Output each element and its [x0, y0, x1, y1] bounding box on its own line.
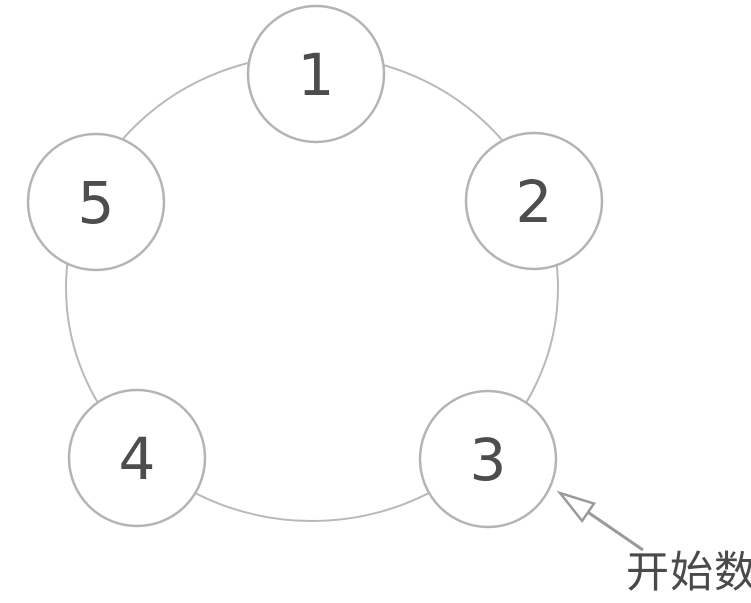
node-3: 3 [418, 389, 558, 529]
node-label: 4 [119, 425, 156, 493]
annotation-label: 开始数 [626, 549, 751, 597]
node-label: 5 [78, 169, 115, 237]
node-label: 3 [470, 426, 507, 494]
node-group: 1 2 3 4 5 [26, 4, 604, 529]
start-arrow-shaft [583, 508, 644, 552]
node-5: 5 [26, 132, 166, 272]
node-label: 1 [298, 41, 335, 109]
node-circle [67, 388, 207, 528]
start-arrow [556, 490, 644, 552]
node-circle [464, 131, 604, 271]
node-2: 2 [464, 131, 604, 271]
node-circle [418, 389, 558, 529]
node-4: 4 [67, 388, 207, 528]
node-label: 2 [516, 168, 553, 236]
node-circle [26, 132, 166, 272]
node-circle [246, 4, 386, 144]
node-1: 1 [246, 4, 386, 144]
start-arrow-head [556, 490, 596, 524]
